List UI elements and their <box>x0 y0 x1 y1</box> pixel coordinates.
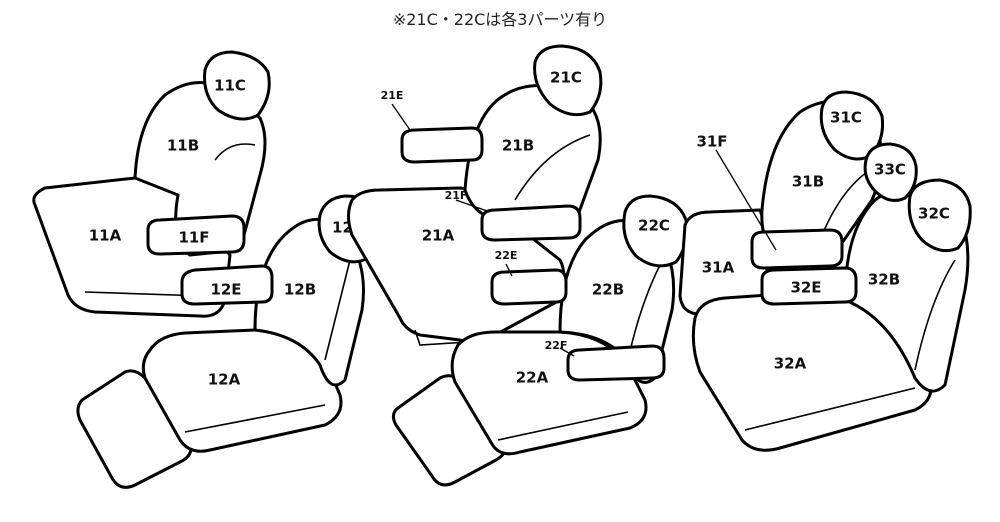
part-32E <box>760 266 858 306</box>
label-11A: 11A <box>89 227 122 245</box>
label-33C: 33C <box>874 161 906 179</box>
label-12E: 12E <box>210 281 241 299</box>
part-32A <box>691 288 933 452</box>
label-11B: 11B <box>167 137 199 155</box>
label-31F: 31F <box>696 133 727 151</box>
part-21C <box>533 44 603 117</box>
label-11C: 11C <box>214 77 246 95</box>
label-21F: 21F <box>445 189 468 202</box>
part-12B <box>253 217 365 387</box>
label-22E: 22E <box>495 249 518 262</box>
seat-3x: 31A 31B 31C 31F 32A 32B 32C 32E 33C <box>678 90 972 452</box>
label-32B: 32B <box>868 271 900 289</box>
seat-22: 22A 22B 22C 22E 22F <box>391 194 689 487</box>
label-22C: 22C <box>638 217 670 235</box>
label-21A: 21A <box>422 227 455 245</box>
label-21E: 21E <box>381 89 404 102</box>
label-31A: 31A <box>702 259 735 277</box>
label-22F: 22F <box>545 339 568 352</box>
part-22E <box>490 268 568 306</box>
label-12B: 12B <box>284 281 316 299</box>
label-21C: 21C <box>550 69 582 87</box>
label-21B: 21B <box>502 137 534 155</box>
part-31F <box>750 228 844 270</box>
label-32C: 32C <box>918 205 950 223</box>
part-32C <box>907 178 972 253</box>
label-31C: 31C <box>830 109 862 127</box>
part-31C <box>819 90 884 161</box>
part-21F <box>480 204 582 242</box>
part-33C <box>863 142 918 202</box>
part-12-ottoman <box>76 369 193 489</box>
label-32A: 32A <box>774 355 807 373</box>
label-22A: 22A <box>516 369 549 387</box>
seat-11: 11A 11B 11C 11F <box>32 50 271 318</box>
label-12A: 12A <box>208 371 241 389</box>
part-21E <box>400 126 484 164</box>
part-11C <box>203 50 271 121</box>
parts-note: ※21C・22Cは各3パーツ有り <box>392 10 608 29</box>
part-11F <box>146 214 246 256</box>
label-11F: 11F <box>178 229 209 247</box>
part-12E <box>180 264 274 306</box>
label-22B: 22B <box>592 281 624 299</box>
part-12A <box>141 328 343 453</box>
label-32E: 32E <box>790 279 821 297</box>
label-31B: 31B <box>792 173 824 191</box>
part-22F <box>566 344 666 382</box>
